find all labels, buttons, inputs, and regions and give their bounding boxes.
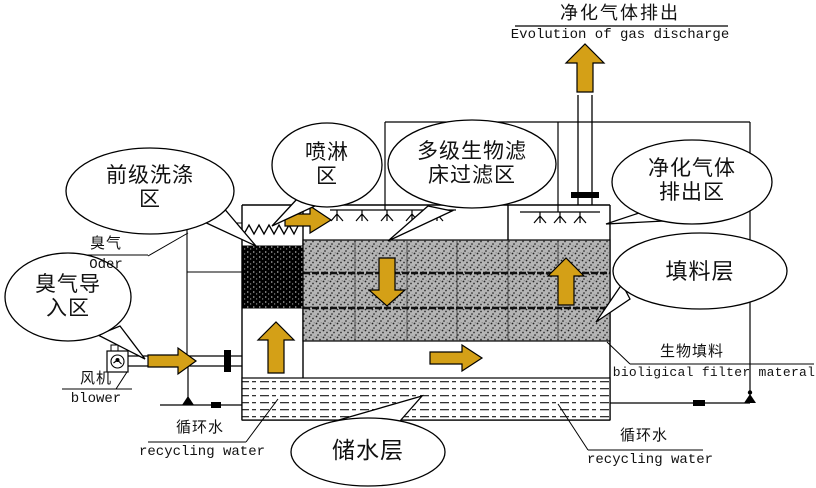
callout-bubble-gas-outlet xyxy=(611,139,773,225)
callout-bubble-pre-wash xyxy=(65,147,235,235)
inlet-flange-icon xyxy=(224,350,231,372)
callout-bubble-water-storage xyxy=(290,417,446,487)
callout-bubble-odor-inlet xyxy=(4,252,132,342)
pipe-valve-right-icon xyxy=(693,400,705,406)
discharge-title-en: Evolution of gas discharge xyxy=(510,27,730,43)
blower-icon xyxy=(106,344,129,373)
callout-bubble-spray xyxy=(271,122,383,208)
callout-spray-line1: 喷淋 xyxy=(305,140,349,164)
callout-text-spray: 喷淋 区 xyxy=(277,140,377,188)
callout-bubble-packing xyxy=(612,232,788,310)
pipe-anchor-right-icon xyxy=(744,390,756,403)
odor-inlet-arrow xyxy=(147,346,198,376)
blower-label-zh: 风机 xyxy=(79,371,112,387)
water-storage-layer xyxy=(241,377,611,421)
bio-media-label-zh: 生物填料 xyxy=(659,344,724,360)
callout-text-pre-wash: 前级洗涤 区 xyxy=(66,163,234,211)
washing-packing-block xyxy=(241,245,304,309)
callout-text-packing: 填料层 xyxy=(665,259,735,284)
channel-right-arrow xyxy=(429,343,484,373)
callout-spray-line2: 区 xyxy=(316,164,338,189)
blower-leader xyxy=(115,371,128,390)
blower-label-en: blower xyxy=(70,391,122,407)
crossover-right-arrow xyxy=(284,204,333,235)
recycling-left-label-zh: 循环水 xyxy=(175,420,224,436)
callout-odor-inlet-line2: 入区 xyxy=(46,296,90,321)
stack-flange-icon xyxy=(571,192,599,198)
bed-down-arrow xyxy=(367,257,407,307)
inlet-plenum xyxy=(186,222,242,356)
discharge-up-arrow xyxy=(564,43,606,93)
washing-up-arrow xyxy=(256,321,296,374)
exhaust-stack xyxy=(577,95,593,205)
callout-text-gas-outlet: 净化气体 排出区 xyxy=(612,156,772,204)
pipe-valve-left-icon xyxy=(211,402,221,408)
bed-grid xyxy=(354,240,559,341)
discharge-title-zh: 净化气体排出 xyxy=(560,3,680,23)
callout-text-bed-zone: 多级生物滤 床过滤区 xyxy=(388,139,556,187)
callout-bed-zone-line1: 多级生物滤 xyxy=(417,139,527,163)
callout-bubble-bed-zone xyxy=(387,119,557,209)
recycling-right-leader xyxy=(557,403,589,451)
recycling-left-label-en: recycling water xyxy=(138,444,266,460)
callout-gas-outlet-line2: 排出区 xyxy=(659,180,725,205)
recycling-right-label-en: recycling water xyxy=(586,452,714,468)
callout-odor-inlet-line1: 臭气导 xyxy=(35,272,101,296)
callout-pre-wash-line1: 前级洗涤 xyxy=(106,163,194,187)
odor-label-zh: 臭气 xyxy=(89,236,122,252)
recycling-right-label-zh: 循环水 xyxy=(619,428,668,444)
callout-text-odor-inlet: 臭气导 入区 xyxy=(6,272,130,320)
pipe-anchor-left-icon xyxy=(182,396,194,405)
callout-bed-zone-line2: 床过滤区 xyxy=(428,163,516,188)
odor-leader xyxy=(147,232,189,257)
callout-text-water-storage: 储水层 xyxy=(332,438,404,463)
bed-up-arrow xyxy=(546,257,586,306)
callout-gas-outlet-line1: 净化气体 xyxy=(648,156,736,180)
recycling-left-leader xyxy=(245,398,279,443)
bio-media-leader xyxy=(606,341,631,365)
odor-label-en: Oder xyxy=(89,257,123,273)
callout-tail-bed-zone xyxy=(387,205,455,242)
callout-pre-wash-line2: 区 xyxy=(139,187,161,212)
bio-media-label-en: bioligical filter materal xyxy=(612,365,816,380)
spray-nozzles-2 xyxy=(533,211,587,224)
